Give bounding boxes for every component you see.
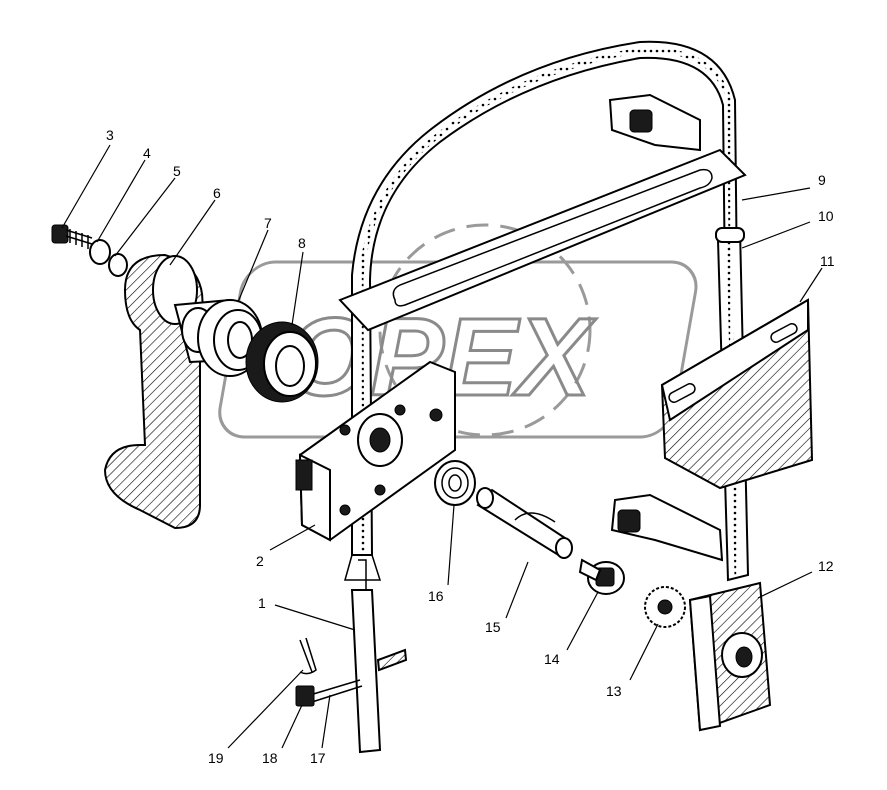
washer-8 <box>245 321 319 403</box>
callout-6: 6 <box>213 185 221 201</box>
shaft-15 <box>476 487 573 559</box>
bracket-11 <box>660 298 814 490</box>
pin-17 <box>309 679 363 703</box>
callout-10: 10 <box>818 208 834 224</box>
spring-16 <box>434 460 476 506</box>
callout-18: 18 <box>262 750 278 766</box>
callout-12: 12 <box>818 558 834 574</box>
callout-11: 11 <box>820 253 835 269</box>
gear-13 <box>644 586 686 628</box>
screw-3 <box>51 224 93 249</box>
callout-15: 15 <box>485 619 501 635</box>
callout-3: 3 <box>106 127 114 143</box>
callout-2: 2 <box>256 553 264 569</box>
glass-carrier-plate <box>338 93 747 562</box>
callout-7: 7 <box>264 215 272 231</box>
callout-8: 8 <box>298 235 306 251</box>
clip-18 <box>295 685 315 707</box>
washer-4 <box>89 239 111 265</box>
callout-17: 17 <box>310 750 326 766</box>
callout-13: 13 <box>606 683 622 699</box>
watermark-gear <box>378 223 592 437</box>
callout-19: 19 <box>208 750 224 766</box>
rod-1 <box>350 559 408 754</box>
cotter-19 <box>299 637 317 675</box>
regulator-plate <box>295 360 456 542</box>
callout-9: 9 <box>818 172 826 188</box>
ring-5 <box>108 253 128 277</box>
bracket-12 <box>688 581 772 732</box>
crank-handle <box>103 253 234 530</box>
callout-5: 5 <box>173 163 181 179</box>
callout-4: 4 <box>143 145 151 161</box>
nut-14 <box>578 558 625 595</box>
callout-1: 1 <box>258 595 266 611</box>
callout-16: 16 <box>428 588 444 604</box>
callout-14: 14 <box>544 651 560 667</box>
leader-lines <box>61 144 823 749</box>
